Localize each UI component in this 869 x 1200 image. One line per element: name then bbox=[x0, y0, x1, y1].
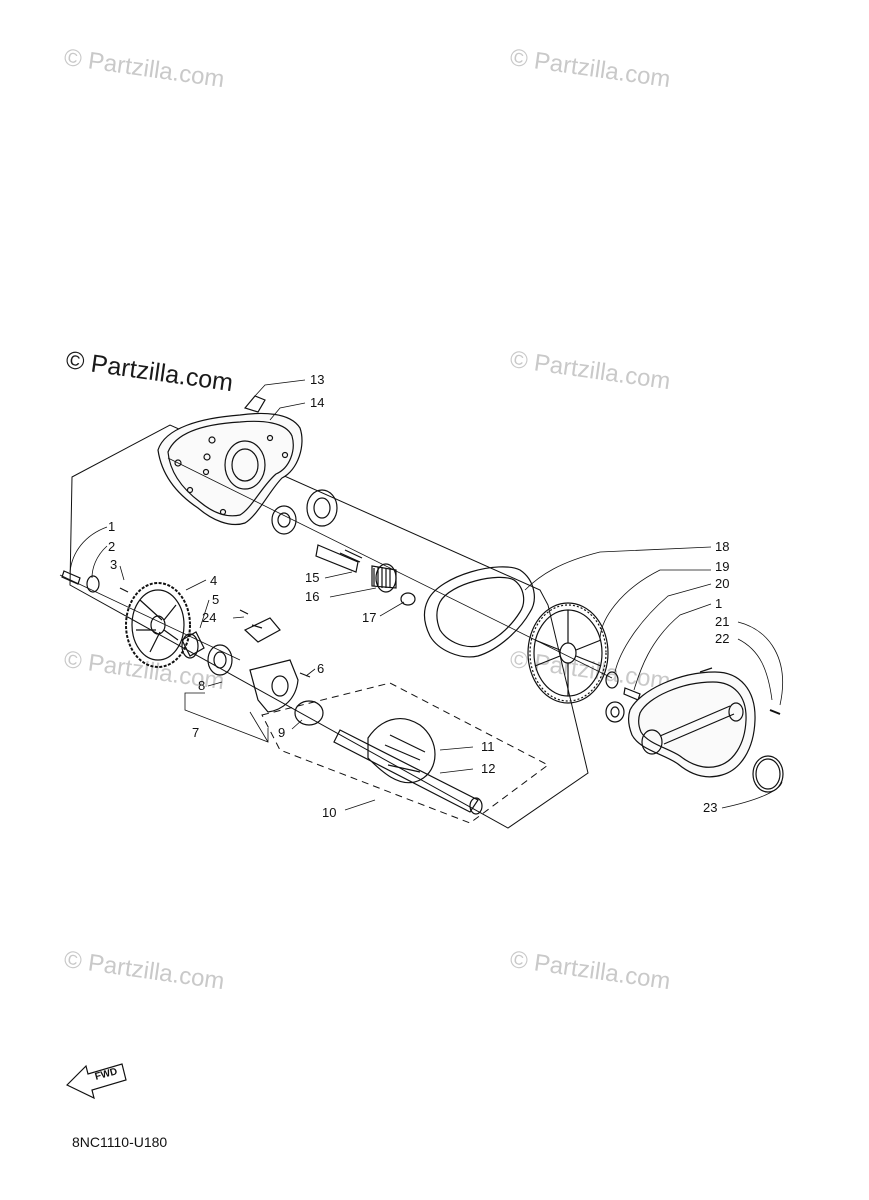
drive-shaft-and-gear bbox=[315, 544, 416, 606]
callout-5: 5 bbox=[212, 592, 220, 607]
callout-1-right: 1 bbox=[715, 596, 723, 611]
leader-lines bbox=[69, 379, 783, 811]
callout-24: 24 bbox=[202, 610, 217, 625]
bracket-assembly bbox=[239, 609, 324, 726]
callout-23: 23 bbox=[703, 800, 718, 815]
callout-16: 16 bbox=[305, 589, 320, 604]
fwd-arrow-icon bbox=[65, 1063, 127, 1100]
inner-cover-part bbox=[157, 395, 303, 526]
callout-13: 13 bbox=[310, 372, 325, 387]
drive-belt bbox=[423, 566, 535, 658]
sprocket bbox=[125, 582, 191, 668]
callout-12: 12 bbox=[481, 761, 496, 776]
callout-1: 1 bbox=[108, 519, 116, 534]
callout-19: 19 bbox=[715, 559, 730, 574]
callout-9: 9 bbox=[278, 725, 286, 740]
callout-22: 22 bbox=[715, 631, 730, 646]
impeller-shaft-assembly bbox=[261, 682, 549, 824]
outer-cover-part bbox=[605, 667, 784, 793]
hub-and-bearing bbox=[181, 631, 233, 676]
callout-18: 18 bbox=[715, 539, 730, 554]
left-fasteners bbox=[61, 570, 129, 593]
upper-bearings bbox=[271, 489, 338, 535]
callout-14: 14 bbox=[310, 395, 325, 410]
callout-21: 21 bbox=[715, 614, 730, 629]
callout-11: 11 bbox=[481, 739, 495, 754]
callout-2: 2 bbox=[108, 539, 116, 554]
callout-15: 15 bbox=[305, 570, 320, 585]
callout-6: 6 bbox=[317, 661, 325, 676]
callout-3: 3 bbox=[110, 557, 118, 572]
callout-8: 8 bbox=[198, 678, 206, 693]
callout-17: 17 bbox=[362, 610, 377, 625]
callout-10: 10 bbox=[322, 805, 337, 820]
diagram-code: 8NC1110-U180 bbox=[72, 1134, 168, 1150]
callout-20: 20 bbox=[715, 576, 730, 591]
assembly-frame bbox=[69, 424, 589, 829]
callout-4: 4 bbox=[210, 573, 218, 588]
driven-pulley bbox=[527, 602, 609, 704]
callout-7: 7 bbox=[192, 725, 200, 740]
